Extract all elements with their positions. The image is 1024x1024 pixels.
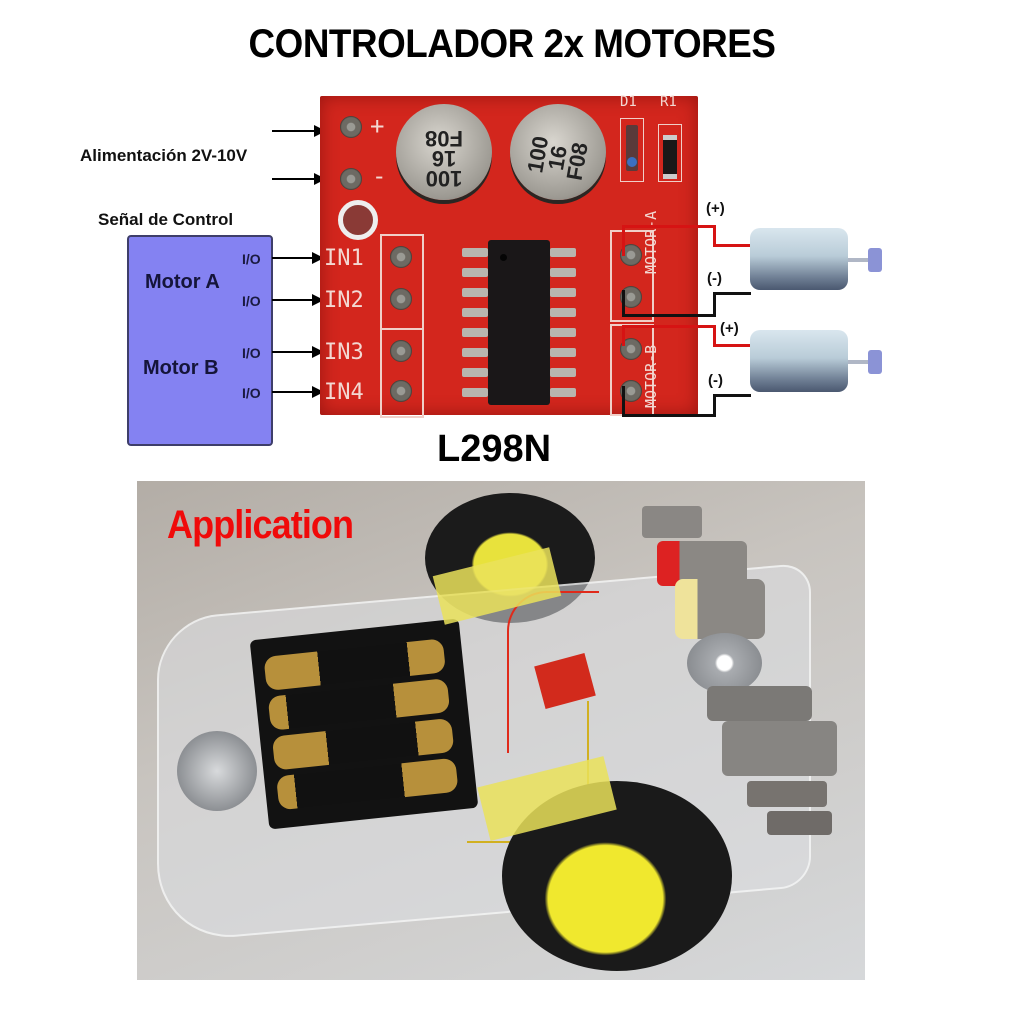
in1-pad: [390, 246, 412, 268]
motor-a-output-label: MOTOR-A: [642, 210, 660, 274]
cap1-value: 100: [425, 166, 463, 191]
loose-motor-4: [707, 686, 812, 721]
application-title: Application: [167, 503, 354, 547]
in2-arrow: [272, 294, 324, 306]
wire-a-plus: [622, 226, 625, 256]
in2-label: IN2: [324, 288, 364, 313]
driver-chip: [488, 240, 550, 405]
power-minus-pad: [340, 168, 362, 190]
diode-d1: [620, 118, 644, 182]
motor-b-minus-pad: [620, 380, 642, 402]
plus-symbol: +: [370, 112, 385, 140]
battery-holder: [249, 618, 479, 830]
loose-motor-2: [657, 541, 747, 586]
in4-arrow: [272, 386, 324, 398]
control-signal-label: Señal de Control: [98, 210, 234, 229]
cap1-code: F08: [425, 126, 463, 151]
power-minus-arrow: [272, 173, 326, 185]
r1-label: R1: [660, 94, 677, 110]
mounting-hole: [338, 200, 378, 240]
chip-name-label: L298N: [437, 428, 552, 470]
d1-label: D1: [620, 94, 637, 110]
motor-a-plus-pad: [620, 244, 642, 266]
loose-motor-5: [722, 721, 837, 776]
motor-b-plus-pad: [620, 338, 642, 360]
application-photo: Application: [137, 481, 865, 980]
motor-b-label: Motor B: [143, 357, 219, 379]
loose-motor-7: [767, 811, 832, 835]
motor-b-output-label: MOTOR-B: [642, 344, 660, 408]
loose-motor-1: [642, 506, 702, 538]
motor-a-minus-label: (-): [707, 270, 722, 287]
loose-motor-6: [747, 781, 827, 807]
power-label: Alimentación 2V-10V: [80, 146, 248, 165]
motor-a-gear: [868, 248, 882, 272]
wire-a-minus: [622, 290, 625, 316]
capacitor-1: 100 16 F08: [396, 104, 492, 200]
wire-b-plus: [622, 326, 625, 346]
minus-symbol: -: [372, 162, 387, 190]
motor-b-gear: [868, 350, 882, 374]
in3-arrow: [272, 346, 324, 358]
in1-arrow: [272, 252, 324, 264]
in2-pad: [390, 288, 412, 310]
wire-b-minus: [622, 386, 625, 416]
capacitor-2: 100 16 F08: [510, 104, 606, 200]
control-signal-box: Motor A Motor B I/O I/O I/O I/O: [127, 235, 273, 446]
in4-pad: [390, 380, 412, 402]
io-label-2: I/O: [242, 293, 261, 309]
io-label-4: I/O: [242, 385, 261, 401]
motor-a-label: Motor A: [145, 271, 220, 293]
resistor-r1: [658, 124, 682, 182]
motor-b-minus-label: (-): [708, 372, 723, 389]
motor-b-plus-label: (+): [720, 320, 739, 337]
loose-motor-pancake: [687, 633, 762, 693]
in4-label: IN4: [324, 380, 364, 405]
cap1-voltage: 16: [431, 146, 457, 171]
io-label-1: I/O: [242, 251, 261, 267]
power-plus-arrow: [272, 125, 326, 137]
motor-a-plus-label: (+): [706, 200, 725, 217]
motor-a-minus-pad: [620, 286, 642, 308]
loose-motor-3: [675, 579, 765, 639]
power-plus-pad: [340, 116, 362, 138]
page-title: CONTROLADOR 2x MOTORES: [248, 22, 776, 66]
caster-wheel: [177, 731, 257, 811]
in3-label: IN3: [324, 340, 364, 365]
in3-pad: [390, 340, 412, 362]
in1-label: IN1: [324, 246, 364, 271]
io-label-3: I/O: [242, 345, 261, 361]
